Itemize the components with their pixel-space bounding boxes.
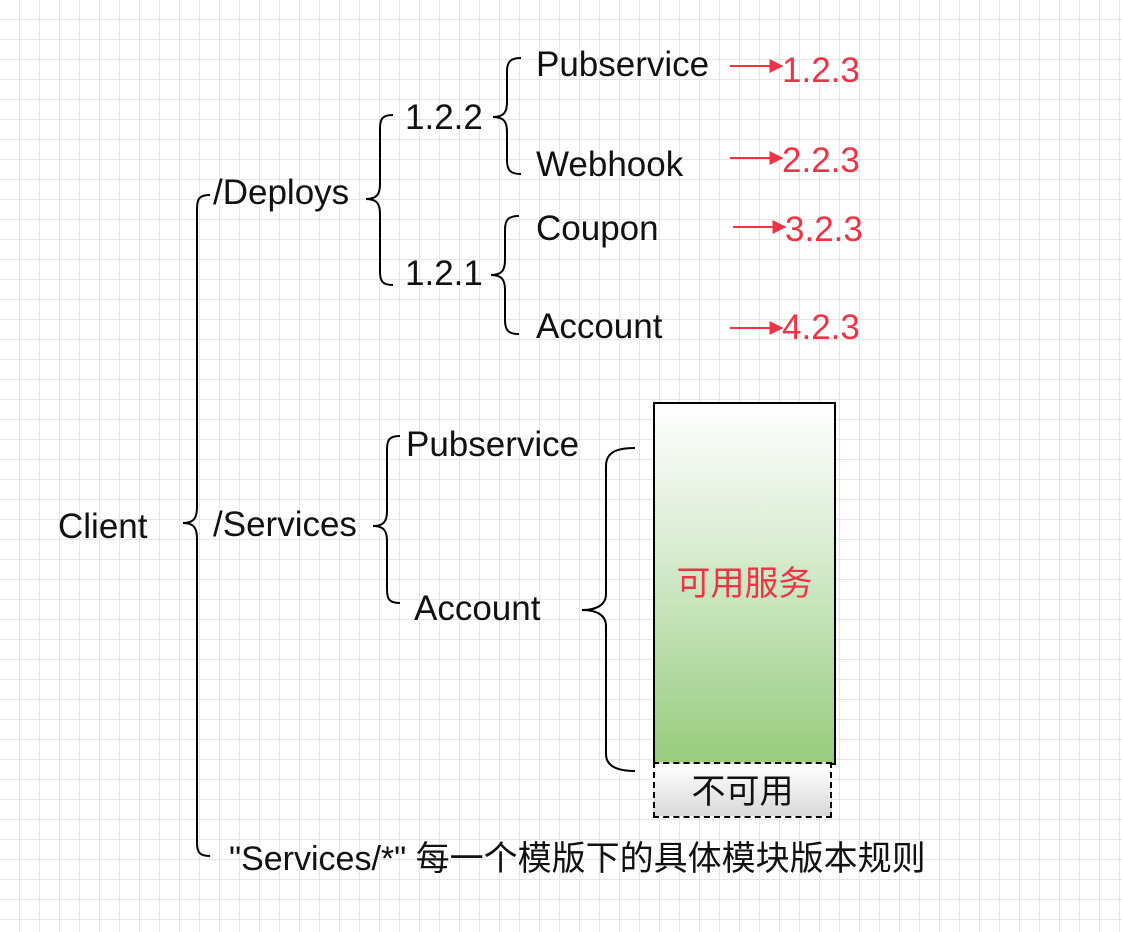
client-brace [182, 194, 211, 857]
target-version-account: 4.2.3 [782, 308, 860, 347]
deploys-brace [365, 114, 394, 286]
deploy-service-coupon: Coupon [536, 209, 659, 248]
version-label-1-2-1: 1.2.1 [405, 254, 483, 293]
deploy-service-webhook: Webhook [536, 145, 684, 184]
available-services-box: 可用服务 [653, 402, 836, 765]
services-item-pubservice: Pubservice [406, 425, 580, 464]
target-version-webhook: 2.2.3 [782, 141, 860, 180]
unavailable-label: 不可用 [691, 773, 794, 811]
target-version-coupon: 3.2.3 [785, 210, 863, 249]
unavailable-box: 不可用 [653, 762, 832, 818]
version-label-1-2-2: 1.2.2 [405, 98, 483, 137]
deploy-service-pubservice: Pubservice [536, 45, 710, 84]
client-label: Client [58, 507, 148, 546]
deploys-label: /Deploys [213, 173, 350, 212]
availability-brace [581, 447, 636, 772]
services-brace [372, 435, 401, 604]
deploy-service-account: Account [536, 307, 663, 346]
services-item-account: Account [414, 589, 541, 628]
version-1-2-2-brace [492, 57, 522, 175]
available-services-label: 可用服务 [676, 565, 813, 603]
services-label: /Services [213, 505, 357, 544]
services-rule-note: "Services/*" 每一个模版下的具体模块版本规则 [229, 840, 926, 878]
target-version-pubservice: 1.2.3 [782, 51, 860, 90]
version-1-2-1-brace [490, 215, 520, 335]
